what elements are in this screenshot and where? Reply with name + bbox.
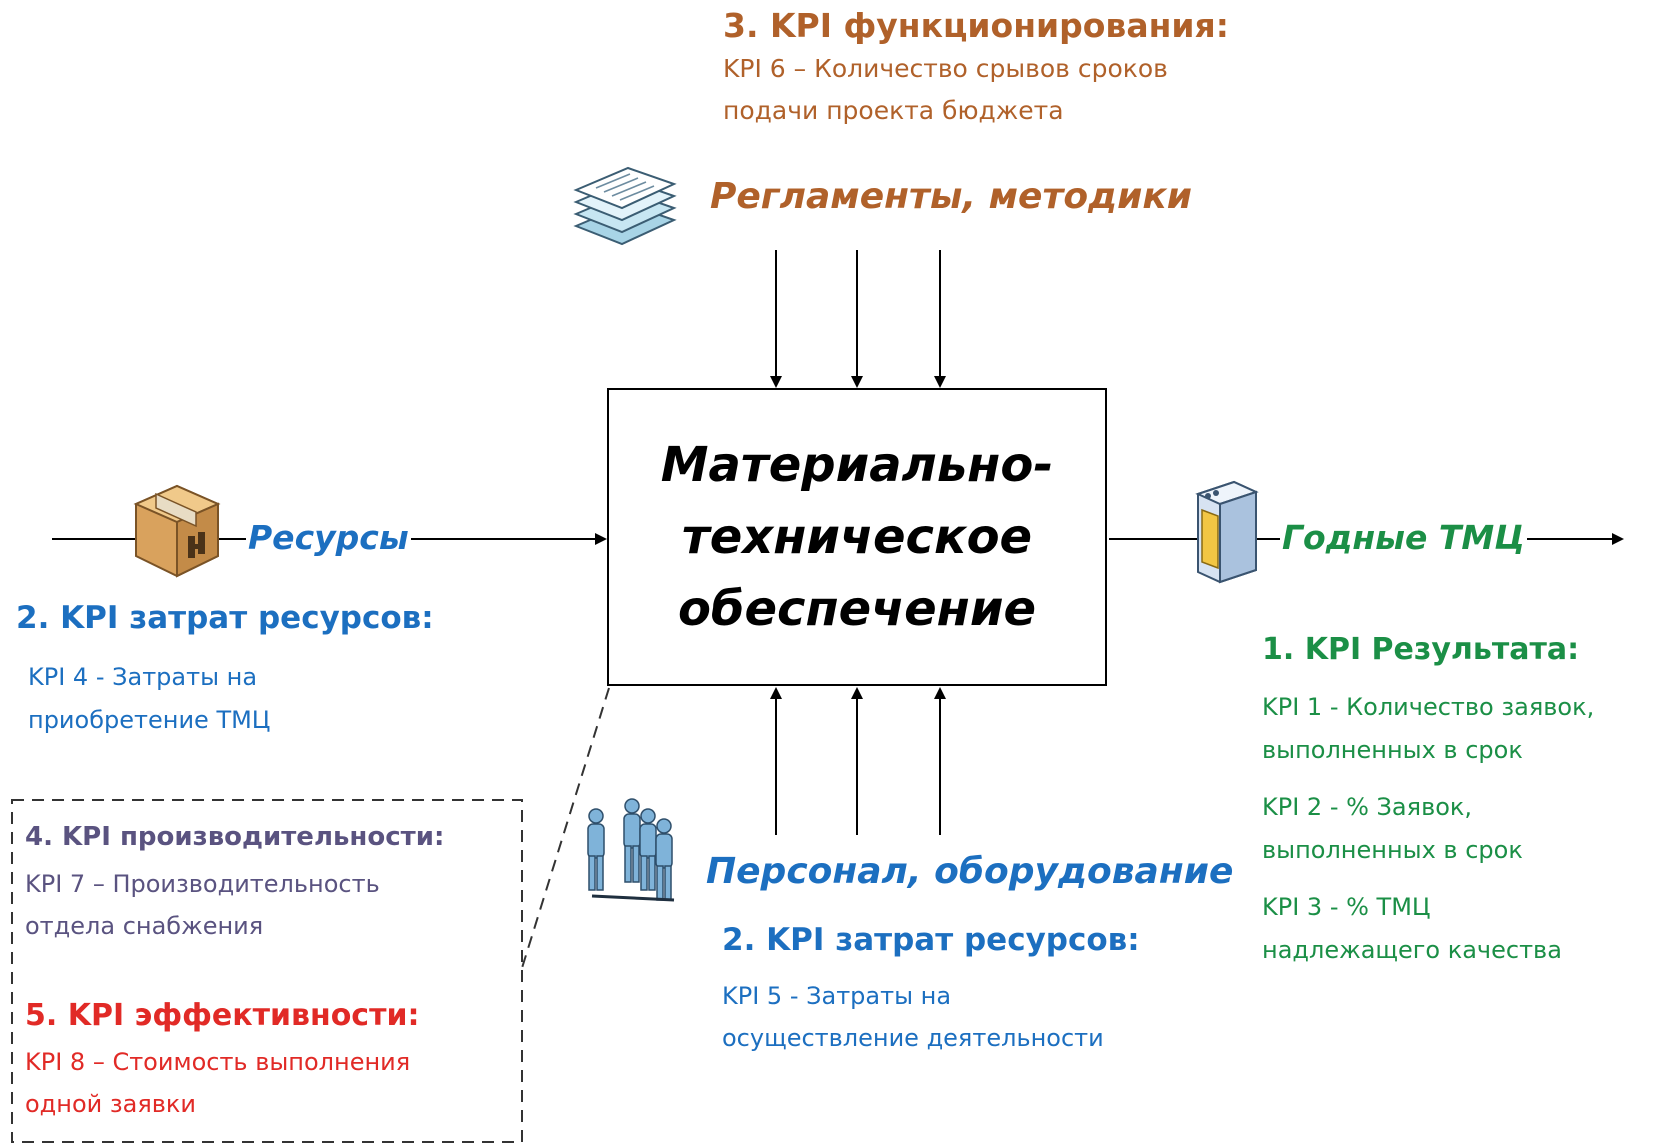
mechanism-kpi-line: KPI 5 - Затраты на	[722, 982, 952, 1010]
mechanism-kpi-line: осуществление деятельности	[722, 1024, 1104, 1052]
efficiency-kpi-line: KPI 8 – Стоимость выполнения	[25, 1048, 411, 1076]
control-kpi-line: KPI 6 – Количество срывов сроков	[723, 54, 1168, 83]
output-label: Годные ТМЦ	[1280, 518, 1527, 557]
input-kpi-line: приобретение ТМЦ	[28, 706, 271, 734]
process-title-line: Материально-	[660, 437, 1054, 493]
output-kpi-title: 1. KPI Результата:	[1262, 632, 1580, 667]
efficiency-kpi-line: одной заявки	[25, 1090, 197, 1118]
output-kpi-line: KPI 3 - % ТМЦ	[1262, 893, 1431, 921]
productivity-kpi-line: KPI 7 – Производительность	[25, 870, 380, 898]
output-kpi-line: выполненных в срок	[1262, 736, 1523, 764]
input-label: Ресурсы	[246, 518, 411, 557]
output-kpi-line: надлежащего качества	[1262, 936, 1562, 964]
output-kpi-line: выполненных в срок	[1262, 836, 1523, 864]
mechanism-kpi-title: 2. KPI затрат ресурсов:	[722, 922, 1140, 958]
process-title-line: обеспечение	[677, 581, 1037, 637]
callout-leader-line	[521, 687, 610, 969]
output-kpi-line: KPI 2 - % Заявок,	[1262, 793, 1473, 821]
product-package-icon	[1186, 476, 1260, 590]
control-kpi-title: 3. KPI функционирования:	[723, 6, 1229, 45]
input-kpi-title: 2. KPI затрат ресурсов:	[16, 600, 434, 636]
documents-stack-icon	[568, 164, 680, 260]
box-icon	[132, 478, 222, 586]
people-group-icon	[582, 796, 682, 910]
mechanism-label: Персонал, оборудование	[706, 851, 1234, 892]
control-label: Регламенты, методики	[710, 176, 1193, 217]
process-box: Материально- техническое обеспечение	[607, 388, 1107, 686]
process-title-line: техническое	[681, 509, 1033, 565]
efficiency-kpi-title: 5. KPI эффективности:	[25, 998, 420, 1033]
output-kpi-line: KPI 1 - Количество заявок,	[1262, 693, 1595, 721]
productivity-kpi-line: отдела снабжения	[25, 912, 264, 940]
input-kpi-line: KPI 4 - Затраты на	[28, 663, 258, 691]
productivity-kpi-title: 4. KPI производительности:	[25, 822, 445, 852]
control-kpi-line: подачи проекта бюджета	[723, 96, 1064, 125]
callout-dashed-box	[11, 799, 523, 1143]
